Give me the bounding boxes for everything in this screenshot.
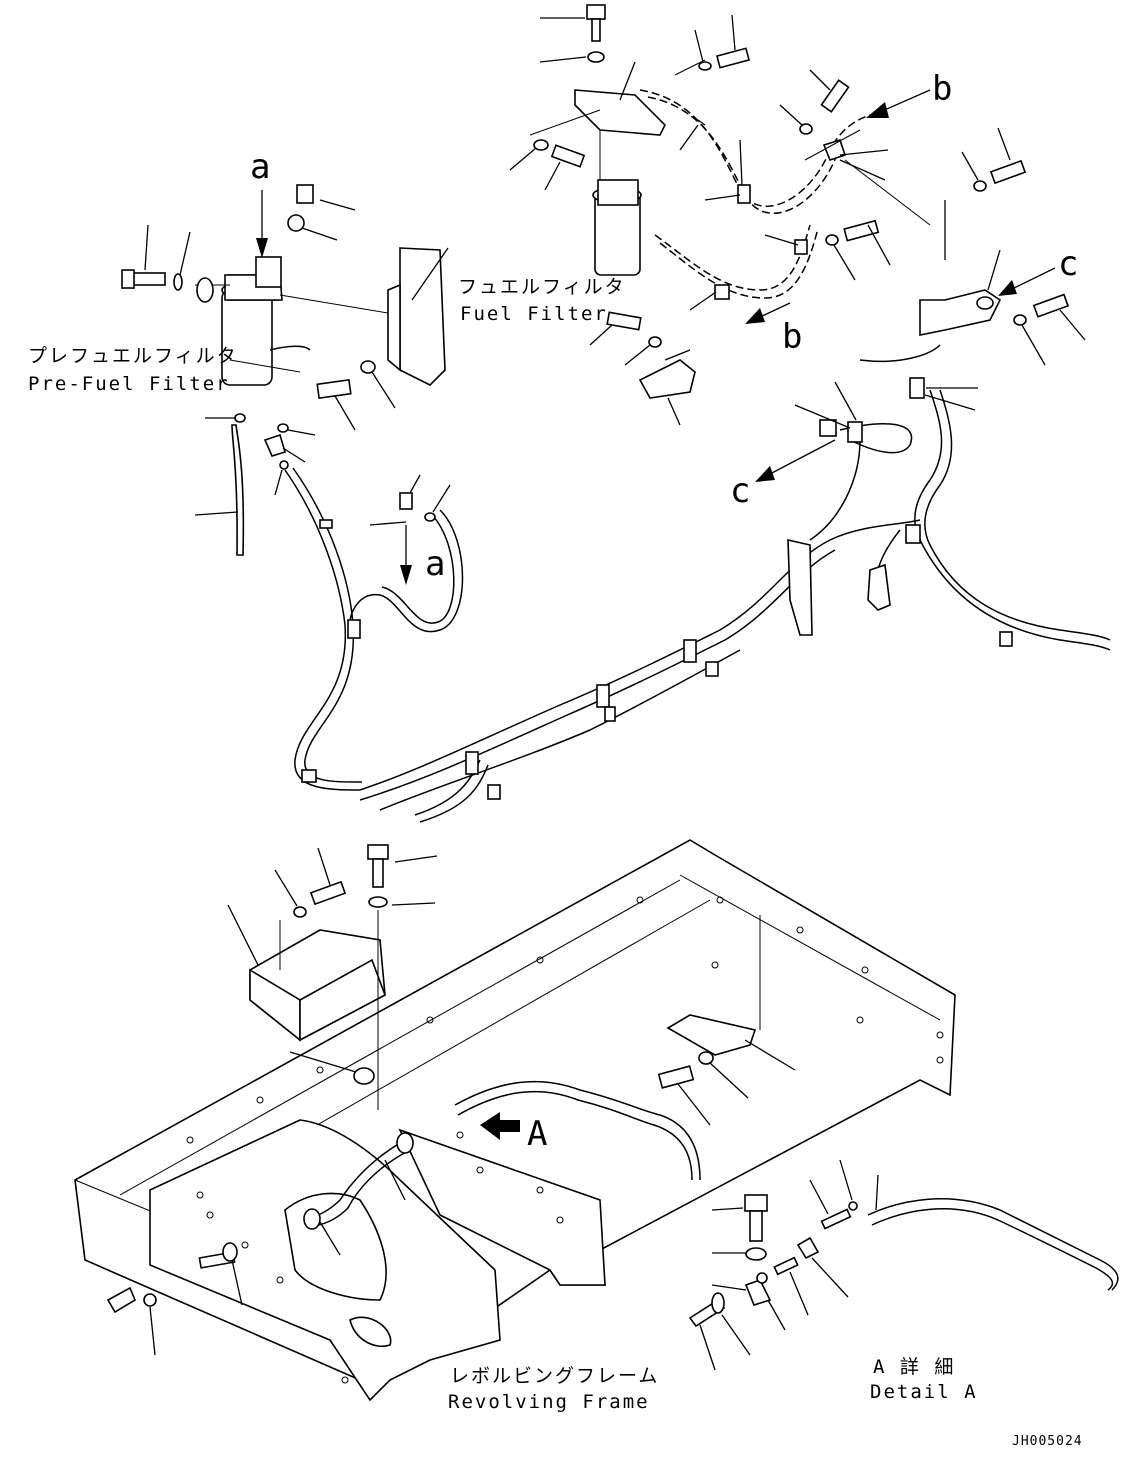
ref-label-c-bottom: c [730, 471, 750, 511]
ref-arrow-b-bottom: b [745, 302, 802, 357]
fuel-filter-hoses-upper [639, 89, 871, 311]
clamp-bracket-c [919, 127, 1086, 366]
fuel-filter-label: フュエルフィルタ Fuel Filter [458, 276, 626, 325]
revolving-frame-label-en: Revolving Frame [448, 1391, 650, 1413]
detail-a-label-en: Detail A [870, 1381, 978, 1403]
revolving-frame: A [74, 839, 956, 1402]
ref-arrow-c-top: c [998, 244, 1078, 296]
revolving-frame-label-jp: レボルビングフレーム [450, 1365, 659, 1387]
ref-label-a-bottom: a [425, 544, 445, 584]
revolving-frame-label: レボルビングフレーム Revolving Frame [448, 1365, 659, 1413]
ref-arrow-b-top: b [866, 69, 952, 118]
ref-arrow-c-bottom: c [730, 439, 836, 511]
pre-filter-drain-parts [194, 413, 316, 556]
detail-a-parts [688, 1159, 1119, 1371]
clamp-bolts-right [779, 69, 931, 281]
drawing-code: JH005024 [1012, 1434, 1083, 1449]
ref-label-b-top: b [932, 69, 952, 109]
ref-label-a-top: a [250, 147, 270, 187]
fuel-filter-mounting-bolts [509, 14, 751, 191]
fuel-filter-label-jp: フュエルフィルタ [458, 276, 626, 298]
fuel-filter-label-en: Fuel Filter [460, 303, 608, 325]
view-a-label: A [527, 1114, 547, 1154]
pre-fuel-filter-assembly: a [121, 147, 401, 386]
pre-fuel-filter-label-jp: プレフュエルフィルタ [28, 345, 238, 367]
ref-label-c-top: c [1058, 244, 1078, 284]
pre-fuel-filter-label: プレフュエルフィルタ Pre-Fuel Filter [28, 345, 238, 395]
main-fuel-hoses: a [284, 344, 1111, 823]
fuel-filter-bottom-bracket [589, 311, 696, 426]
frame-bolt-holes [186, 896, 944, 1384]
ref-label-b-bottom: b [782, 317, 802, 357]
detail-a-label: A 詳 細 Detail A [870, 1356, 978, 1403]
detail-a-label-jp: A 詳 細 [873, 1356, 955, 1378]
pre-fuel-filter-bracket [316, 247, 449, 431]
pre-fuel-filter-label-en: Pre-Fuel Filter [28, 373, 230, 395]
fuel-filter-assembly [539, 4, 666, 276]
